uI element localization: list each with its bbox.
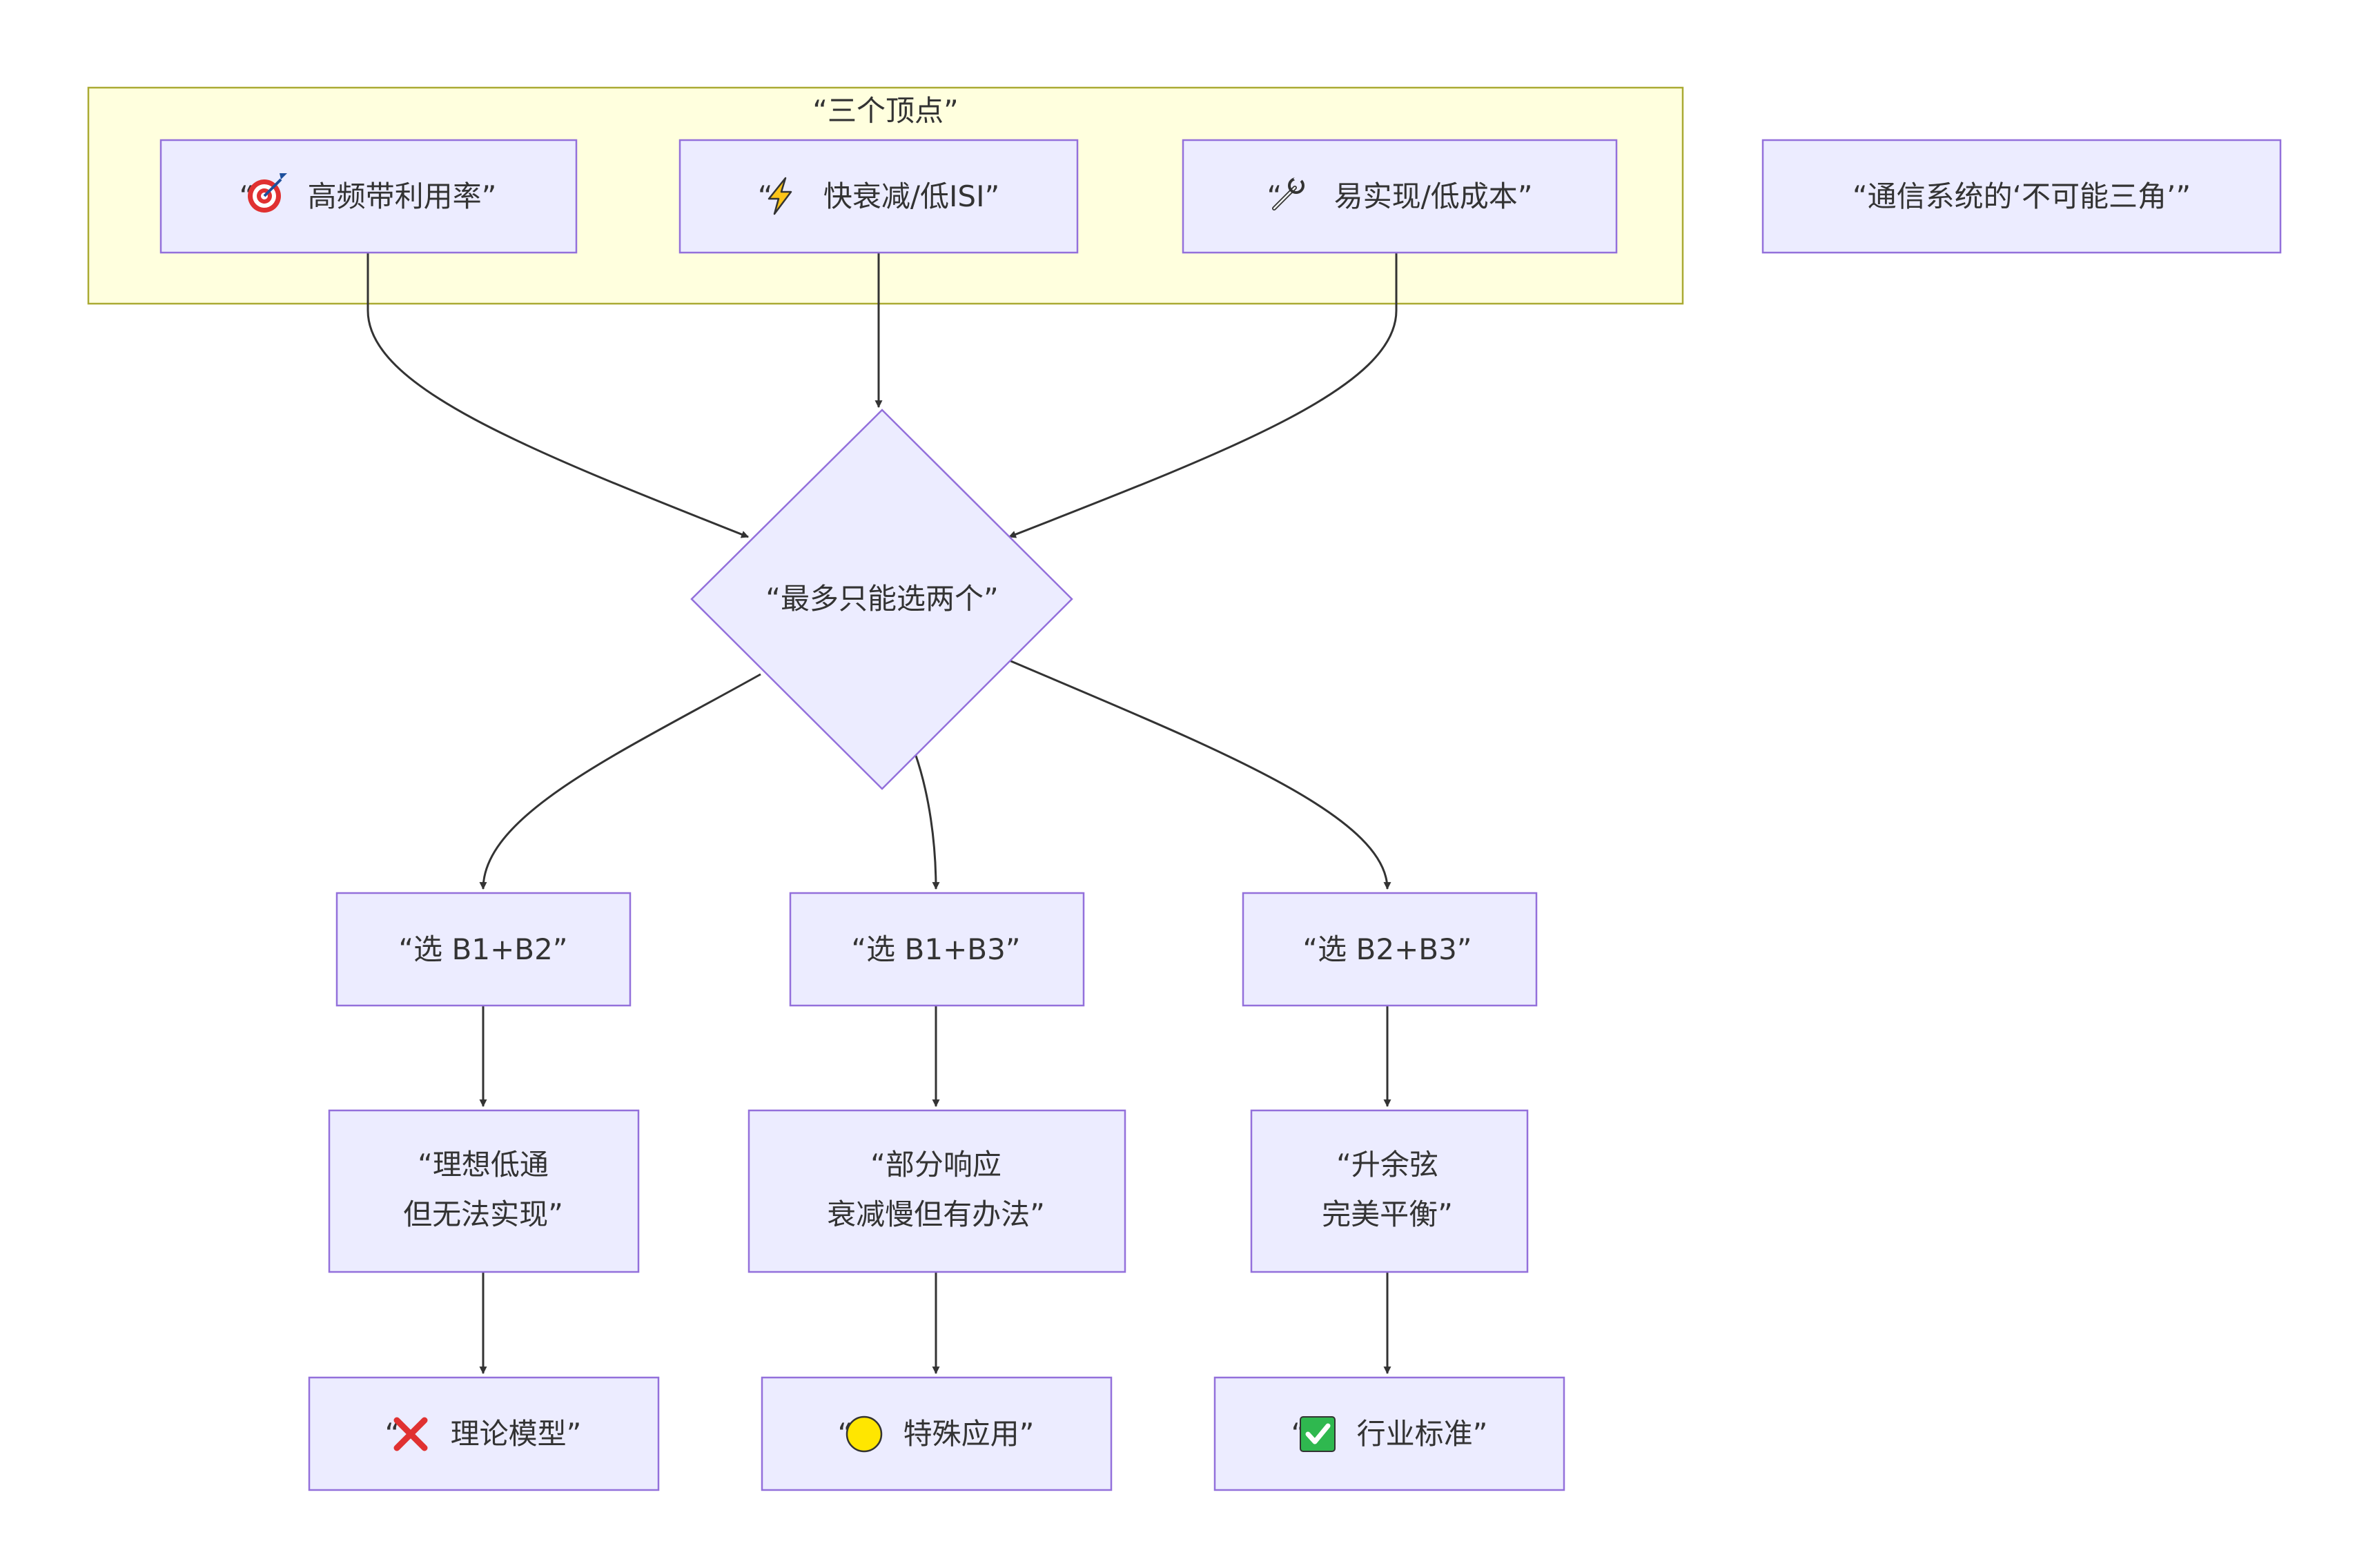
cross-mark-icon: [393, 1417, 428, 1451]
node-title: “通信系统的‘不可能三角’”: [1761, 139, 2282, 254]
target-icon: [248, 173, 287, 213]
node-industry: “ 行业标准”: [1213, 1376, 1565, 1491]
svg-text:“部分响应: “部分响应: [870, 1148, 1001, 1182]
svg-text:“ 理论模型”: “ 理论模型”: [385, 1417, 582, 1451]
check-mark-icon: [1300, 1416, 1336, 1452]
edge-decision-to-choice23: [1007, 658, 1391, 890]
yellow-circle-icon: [846, 1415, 883, 1453]
node-theory: “ 理论模型”: [308, 1376, 660, 1491]
edge-b1-to-decision: [367, 253, 750, 538]
svg-text:“ 快衰减/低ISI”: “ 快衰减/低ISI”: [758, 179, 999, 213]
node-special: “ 特殊应用”: [761, 1376, 1113, 1491]
edges: [367, 253, 1398, 1375]
node-ideal: “理想低通 但无法实现”: [328, 1109, 640, 1273]
node-choice13: “选 B1+B3”: [789, 892, 1085, 1007]
node-choice23: “选 B2+B3”: [1242, 892, 1538, 1007]
edge-decision-to-choice13: [914, 753, 940, 890]
edge-decision-to-choice12: [479, 673, 761, 890]
svg-text:“升余弦: “升余弦: [1336, 1148, 1438, 1182]
svg-text:“选 B1+B2”: “选 B1+B2”: [398, 932, 567, 966]
node-b1: “ 高频带利用率”: [159, 139, 578, 254]
node-decision: “最多只能选两个”: [690, 409, 1073, 790]
cluster-title: “三个顶点”: [812, 94, 959, 128]
edge-b3-to-decision: [1008, 253, 1398, 538]
svg-text:“通信系统的‘不可能三角’”: “通信系统的‘不可能三角’”: [1853, 179, 2191, 213]
node-b3: “ 易实现/低成本”: [1182, 139, 1618, 254]
svg-text:“ 易实现/低成本”: “ 易实现/低成本”: [1267, 179, 1532, 213]
svg-text:完美平衡”: 完美平衡”: [1322, 1197, 1453, 1231]
node-partial: “部分响应 衰减慢但有办法”: [747, 1109, 1126, 1273]
svg-text:衰减慢但有办法”: 衰减慢但有办法”: [827, 1197, 1045, 1231]
wrench-icon: [1272, 173, 1304, 210]
node-choice12: “选 B1+B2”: [335, 892, 632, 1007]
svg-text:“理想低通: “理想低通: [418, 1148, 549, 1182]
svg-text:“选 B1+B3”: “选 B1+B3”: [851, 932, 1020, 966]
lightning-icon: [768, 177, 792, 215]
svg-text:“选 B2+B3”: “选 B2+B3”: [1302, 932, 1472, 966]
svg-text:“最多只能选两个”: “最多只能选两个”: [765, 582, 999, 616]
svg-text:但无法实现”: 但无法实现”: [403, 1197, 563, 1231]
node-cosine: “升余弦 完美平衡”: [1250, 1109, 1529, 1273]
node-b2: “ 快衰减/低ISI”: [678, 139, 1079, 254]
